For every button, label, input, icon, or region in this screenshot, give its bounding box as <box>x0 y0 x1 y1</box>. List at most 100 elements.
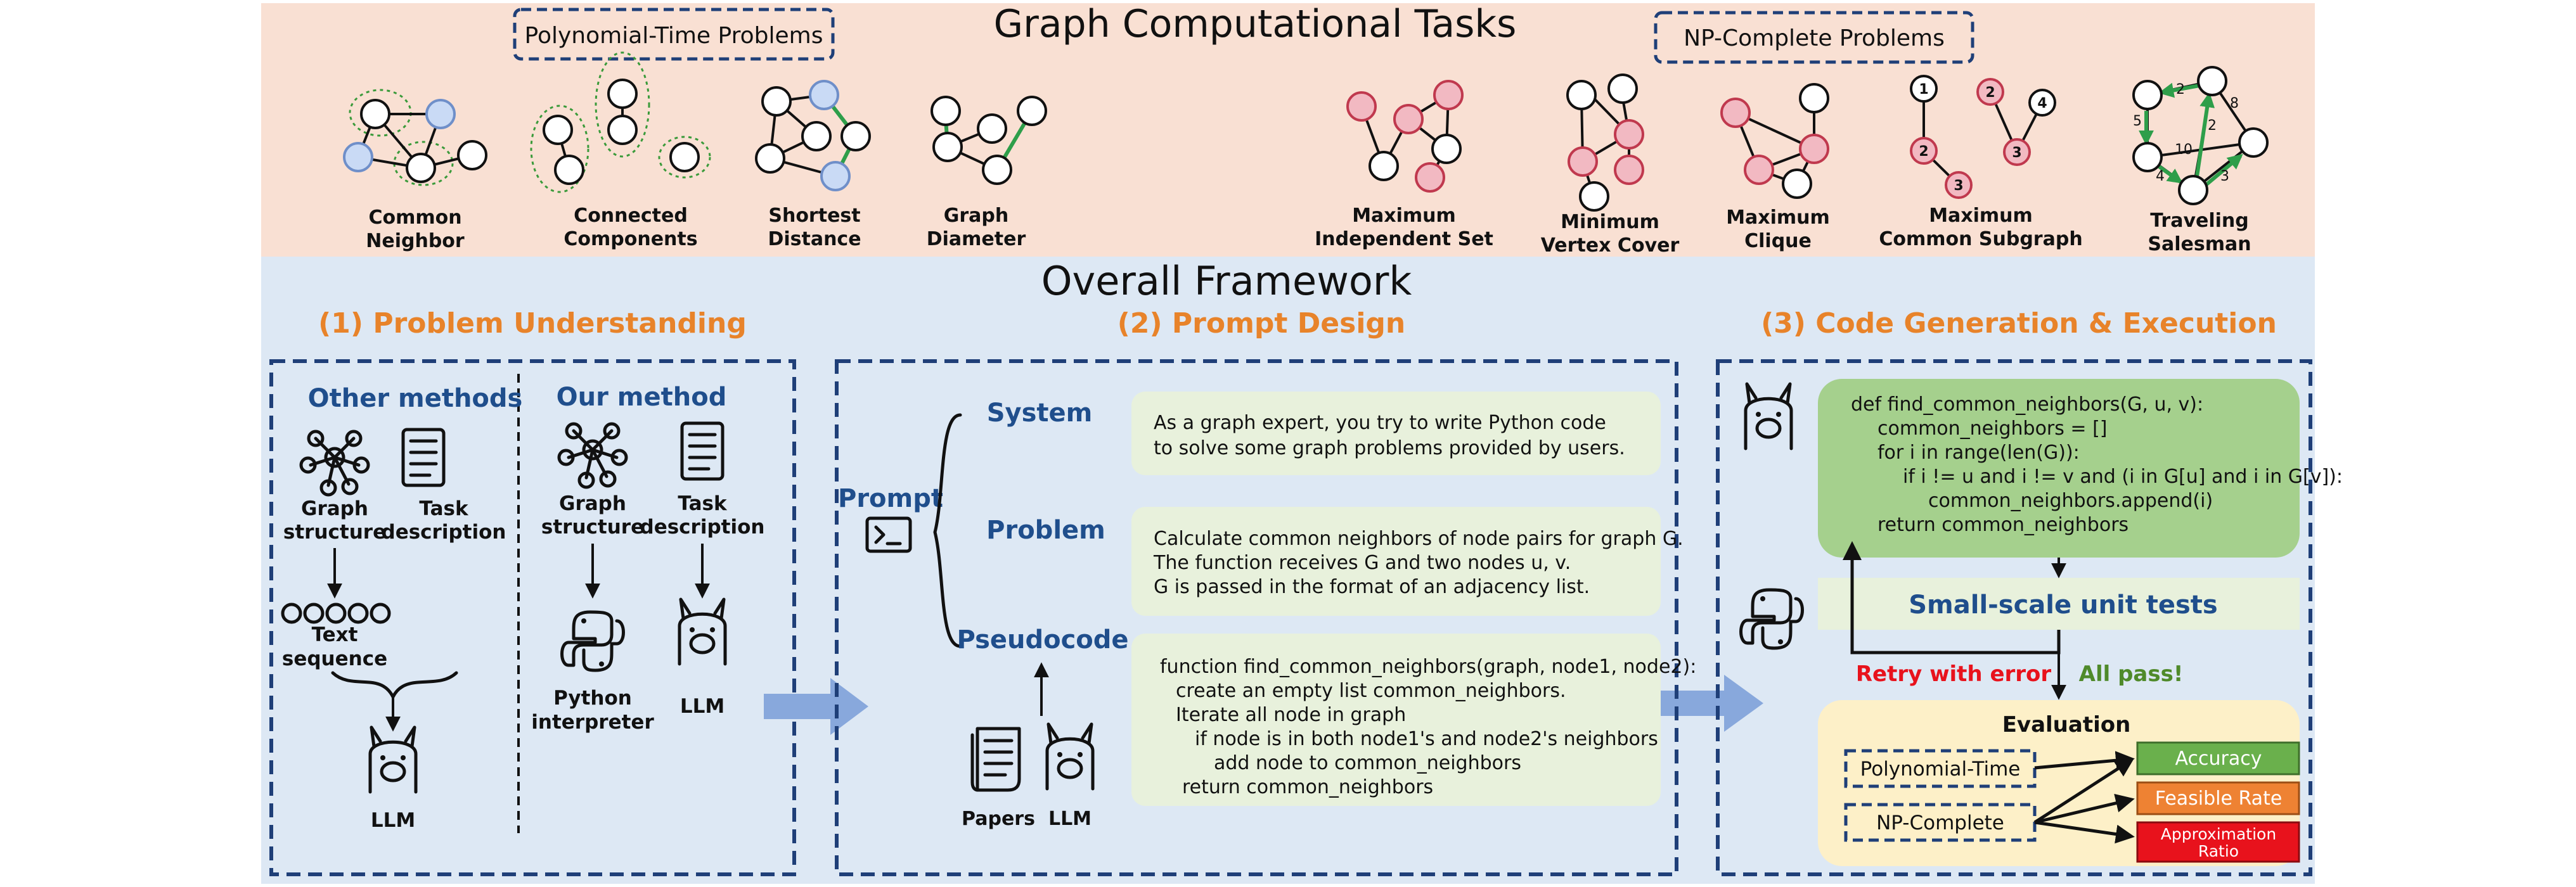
pseudocode-line: if node is in both node1's and node2's n… <box>1195 728 1658 750</box>
tsp-weight: 8 <box>2230 96 2239 112</box>
llm-label: LLM <box>371 809 415 832</box>
paper-icon <box>970 727 1021 792</box>
prompt-label: Prompt <box>838 484 943 513</box>
code-line: def find_common_neighbors(G, u, v): <box>1851 393 2203 416</box>
task-label: Connected <box>574 205 688 227</box>
graph-structure-icon <box>557 422 628 489</box>
graph-diameter-graph <box>931 96 1047 185</box>
min-vertex-cover-graph <box>1566 73 1644 212</box>
llama-icon <box>1744 382 1793 450</box>
prompt-brace <box>933 413 962 648</box>
python-interpreter-label: interpreter <box>531 711 654 734</box>
graph-structure-icon <box>299 430 370 497</box>
poly-label-box <box>513 8 835 61</box>
accuracy-badge <box>2136 741 2300 775</box>
tsp-weight: 4 <box>2156 169 2165 184</box>
task-labels: Common Neighbor Connected Components Sho… <box>366 205 2251 257</box>
task-label: Diameter <box>927 228 1026 250</box>
arrow <box>2034 820 2135 844</box>
subgraph-node-label: 2 <box>1985 85 1995 101</box>
step-codegen: (3) Code Generation & Execution <box>1761 307 2277 340</box>
framework-title: Overall Framework <box>1041 258 1412 304</box>
problem-box <box>1131 507 1661 616</box>
step-prompt-design: (2) Prompt Design <box>1117 307 1405 340</box>
common-neighbor-graph <box>343 89 487 186</box>
retry-label: Retry with error <box>1856 661 2052 687</box>
problem-text: G is passed in the format of an adjacenc… <box>1154 576 1590 598</box>
flow-arrow-right <box>764 678 868 735</box>
arrow <box>2033 758 2135 824</box>
np-label: NP-Complete Problems <box>1684 25 1945 51</box>
pseudocode-line: function find_common_neighbors(graph, no… <box>1160 656 1696 678</box>
poly-tag-label: Polynomial-Time <box>1860 758 2021 781</box>
tsp-weight: 2 <box>2208 118 2217 134</box>
task-label: Common Subgraph <box>1879 228 2082 250</box>
graph-structure-label: Graph <box>301 497 368 520</box>
llama-icon <box>1045 722 1095 791</box>
system-heading: System <box>987 399 1093 428</box>
pseudocode-line: create an empty list common_neighbors. <box>1176 680 1566 702</box>
task-label: Distance <box>768 228 861 250</box>
text-sequence-label: sequence <box>282 648 387 670</box>
task-label: Salesman <box>2148 233 2251 255</box>
evaluation-heading: Evaluation <box>2002 712 2131 737</box>
merge-brace <box>331 671 458 699</box>
feasible-badge <box>2136 781 2300 815</box>
python-icon <box>560 610 625 672</box>
subgraph-node-label: 3 <box>1954 178 1963 194</box>
task-label: Components <box>564 228 697 250</box>
task-description-label: description <box>640 516 765 539</box>
approx-label: Approximation <box>2161 825 2276 843</box>
other-methods-heading: Other methods <box>308 384 523 413</box>
tsp-weight: 10 <box>2175 142 2193 158</box>
pseudocode-heading: Pseudocode <box>956 625 1128 654</box>
code-line: common_neighbors.append(i) <box>1928 490 2213 512</box>
problem-text: The function receives G and two nodes u,… <box>1153 552 1571 574</box>
pseudocode-line: Iterate all node in graph <box>1176 704 1406 726</box>
task-label: Shortest <box>768 205 860 227</box>
pass-label: All pass! <box>2079 661 2184 687</box>
terminal-icon <box>865 516 912 553</box>
poly-tag <box>1844 749 2037 788</box>
codegen-box <box>1716 359 2312 876</box>
graph-structure-label: Graph <box>559 492 626 515</box>
np-label-box <box>1654 11 1974 64</box>
code-line: for i in range(len(G)): <box>1877 442 2080 464</box>
poly-label: Polynomial-Time Problems <box>525 23 823 49</box>
task-description-label: Task <box>419 497 469 520</box>
subgraph-node-label: 2 <box>1919 144 1928 160</box>
system-box <box>1131 392 1661 475</box>
arrow <box>2034 793 2135 824</box>
tsp-weight: 2 <box>2176 82 2185 98</box>
task-label: Independent Set <box>1315 228 1493 250</box>
approx-badge <box>2136 821 2300 863</box>
accuracy-label: Accuracy <box>2175 748 2262 770</box>
approx-label: Ratio <box>2198 842 2239 860</box>
pseudocode-line: return common_neighbors <box>1182 776 1433 798</box>
code-line: return common_neighbors <box>1877 514 2128 536</box>
np-tag-label: NP-Complete <box>1876 812 2004 834</box>
step-understanding: (1) Problem Understanding <box>318 307 747 340</box>
connected-components-graph <box>530 51 711 193</box>
text-sequence-icon <box>281 603 391 624</box>
python-icon <box>1739 588 1804 650</box>
our-method-heading: Our method <box>557 383 727 412</box>
feasible-label: Feasible Rate <box>2155 788 2283 810</box>
task-label: Maximum <box>1352 205 1456 227</box>
max-common-subgraph-graph: 1 2 2 3 4 3 <box>1910 75 2056 199</box>
tsp-weight: 3 <box>2220 169 2229 184</box>
task-description-label: description <box>382 521 506 544</box>
traveling-salesman-graph: 2 8 5 2 10 4 3 <box>2132 66 2269 205</box>
task-label: Common <box>368 207 461 229</box>
task-label: Graph <box>944 205 1009 227</box>
llama-icon <box>368 725 418 794</box>
task-label: Clique <box>1744 230 1812 252</box>
task-label: Maximum <box>1726 207 1830 229</box>
graph-structure-label: structure <box>283 521 386 544</box>
papers-label: Papers <box>962 808 1035 830</box>
task-label: Traveling <box>2150 210 2249 232</box>
tasks-title: Graph Computational Tasks <box>994 2 1517 46</box>
retry-loop-arrow <box>1843 541 2061 654</box>
prompt-design-box <box>835 359 1678 876</box>
code-line: common_neighbors = [] <box>1877 418 2108 440</box>
